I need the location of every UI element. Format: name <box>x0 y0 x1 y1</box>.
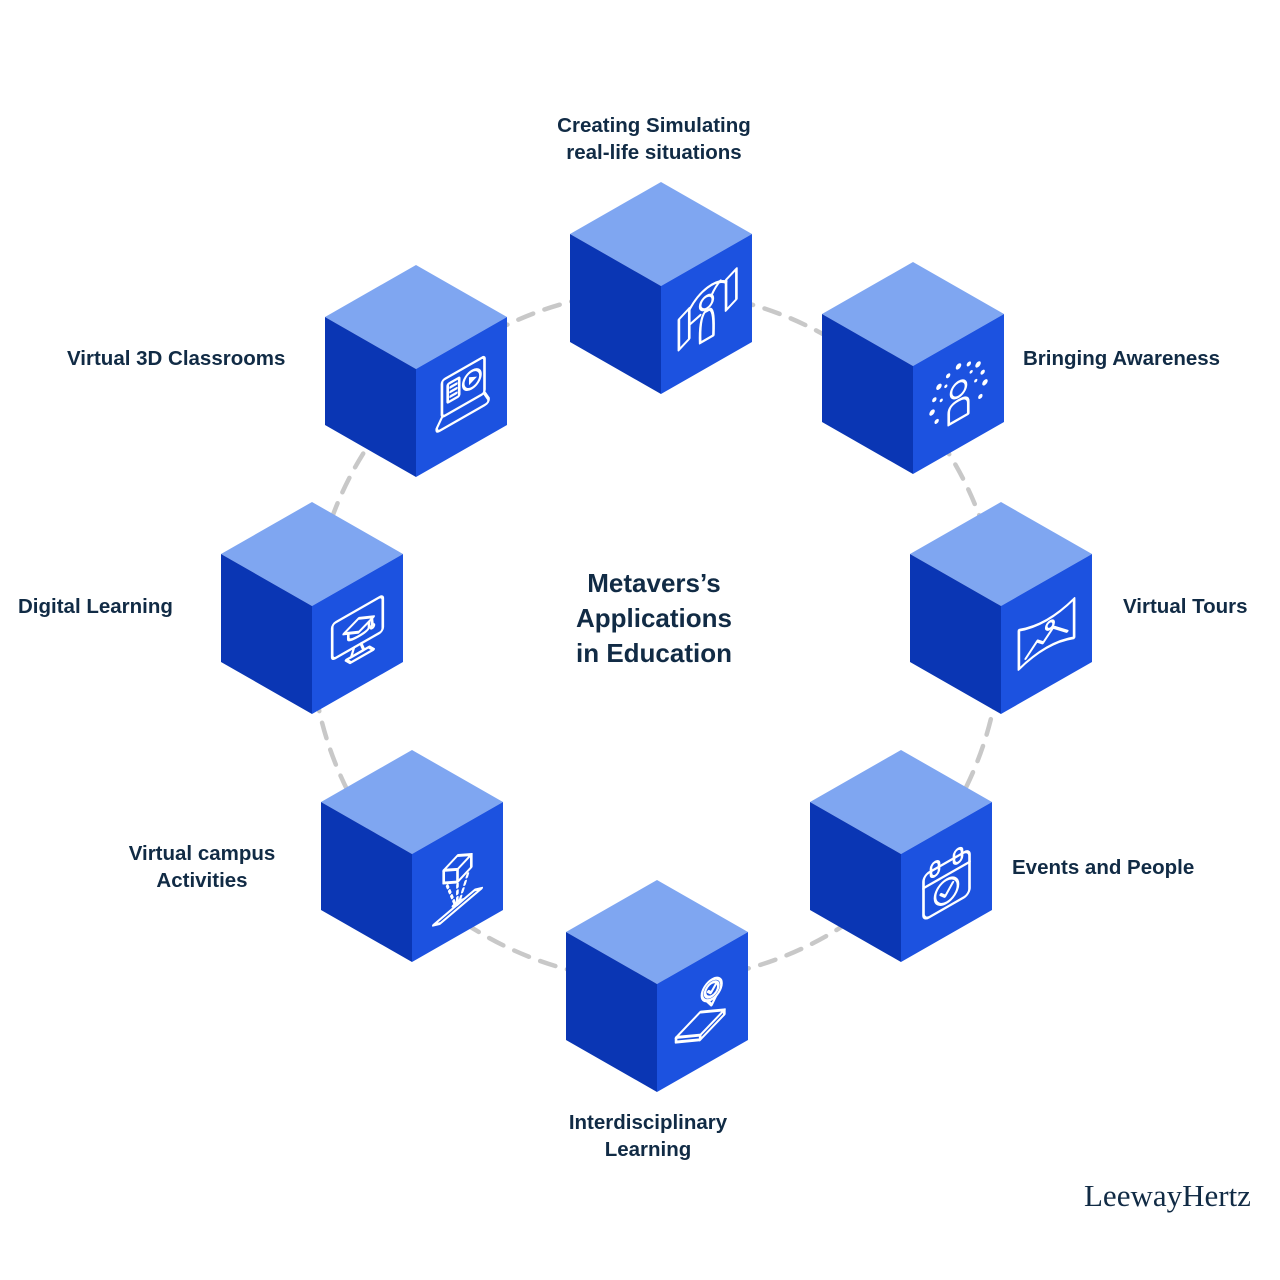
monitor-graduation-icon <box>330 595 385 665</box>
cube-left-face <box>822 314 913 474</box>
hologram-projector-icon <box>432 853 483 927</box>
cube-interdisciplinary <box>562 880 752 1092</box>
label-bringing-awareness: Bringing Awareness <box>1023 347 1221 370</box>
cube-creating-simulating <box>566 182 756 394</box>
cube-right-face <box>913 314 1004 474</box>
cube-left-face <box>566 932 657 1092</box>
cube-events-people <box>806 750 996 962</box>
cube-left-face <box>810 802 901 962</box>
panorama-icon <box>1017 597 1076 671</box>
label-digital-learning: Digital Learning <box>18 595 173 618</box>
cube-virtual-3d-classrooms <box>321 265 511 477</box>
cube-right-face <box>661 234 752 394</box>
label-virtual-3d-classrooms: Virtual 3D Classrooms <box>67 347 286 370</box>
brand-logo: LeewayHertz <box>1084 1178 1251 1213</box>
cube-left-face <box>221 554 312 714</box>
cube-virtual-campus <box>317 750 507 962</box>
cube-right-face <box>901 802 992 962</box>
laptop-video-icon <box>435 355 490 433</box>
simulation-person-icon <box>677 267 738 352</box>
calendar-check-icon <box>922 846 971 920</box>
label-virtual-tours: Virtual Tours <box>1123 595 1248 618</box>
cube-left-face <box>321 802 412 962</box>
cube-digital-learning <box>217 502 407 714</box>
cube-left-face <box>910 554 1001 714</box>
cube-left-face <box>570 234 661 394</box>
cube-left-face <box>325 317 416 477</box>
cube-bringing-awareness <box>818 262 1008 474</box>
label-creating-simulating: Creating Simulating real-life situations <box>557 114 751 164</box>
cube-right-face <box>312 554 403 714</box>
label-events-people: Events and People <box>1012 856 1195 879</box>
awareness-person-icon <box>929 361 988 427</box>
label-interdisciplinary: Interdisciplinary Learning <box>568 1111 728 1161</box>
label-virtual-campus: Virtual campus Activities <box>128 842 276 892</box>
cube-right-face <box>1001 554 1092 714</box>
diagram-title: Metavers’s Applications in Education <box>575 568 732 668</box>
cube-virtual-tours <box>906 502 1096 714</box>
graduation-badge-icon <box>674 976 726 1044</box>
